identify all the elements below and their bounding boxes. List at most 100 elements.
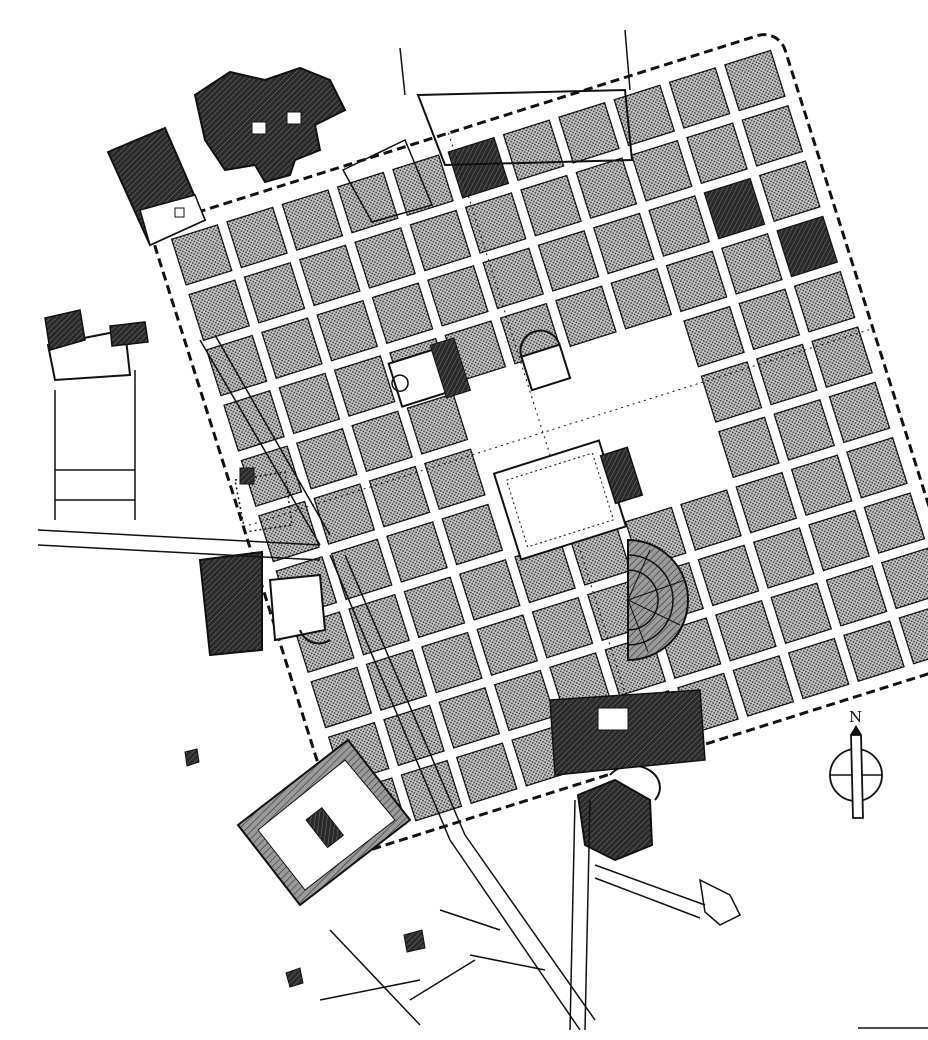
city-block: [441, 503, 504, 566]
temple-west: [387, 337, 472, 408]
city-block: [427, 264, 489, 327]
city-block: [409, 209, 472, 272]
city-block: [575, 157, 638, 220]
main-street: [448, 132, 648, 763]
city-block: [386, 521, 448, 583]
city-block: [482, 247, 545, 310]
palace-north: [193, 66, 347, 184]
north-label: N: [849, 708, 862, 726]
city-block: [298, 244, 361, 307]
city-block: [863, 492, 926, 554]
enclosure-north: [416, 88, 634, 167]
city-block: [281, 189, 344, 251]
city-block: [787, 637, 850, 700]
outer-roads: [37, 29, 928, 1031]
city-block: [770, 582, 833, 645]
city-block: [458, 558, 521, 621]
city-block: [258, 500, 320, 563]
city-block: [226, 206, 288, 269]
city-block: [558, 101, 620, 164]
city-block: [665, 250, 728, 313]
west-buildings: [44, 309, 331, 657]
city-block: [703, 177, 766, 240]
north-arrow: N: [829, 708, 883, 819]
city-block: [700, 361, 763, 423]
city-block: [898, 602, 928, 665]
city-block: [825, 564, 888, 627]
city-block: [223, 390, 285, 452]
city-block: [846, 436, 908, 499]
city-block: [686, 122, 748, 185]
city-block: [531, 596, 594, 659]
city-block: [808, 509, 870, 572]
city-block: [741, 104, 804, 167]
city-block: [773, 398, 836, 461]
theatre: [627, 538, 689, 662]
city-block: [735, 471, 798, 534]
city-wall: [153, 33, 928, 853]
city-block: [365, 649, 428, 711]
city-block: [610, 267, 673, 330]
city-block: [680, 489, 742, 551]
city-block: [790, 454, 853, 517]
city-block: [336, 171, 399, 234]
city-block: [776, 215, 839, 278]
north-buildings: [106, 66, 634, 247]
city-block: [537, 230, 600, 292]
city-block: [354, 227, 416, 289]
city-block: [721, 233, 783, 295]
city-block: [368, 465, 431, 528]
city-block: [333, 355, 396, 417]
city-block: [351, 410, 413, 473]
city-block: [755, 343, 818, 406]
city-block: [421, 631, 483, 694]
city-block: [613, 84, 676, 147]
city-block: [330, 538, 393, 601]
city-block: [697, 544, 760, 607]
city-block: [476, 614, 539, 676]
city-block: [738, 288, 801, 351]
city-block: [406, 393, 469, 455]
city-block: [313, 483, 376, 545]
city-block: [683, 305, 745, 368]
city-block: [520, 174, 582, 237]
city-block: [243, 261, 306, 324]
city-block: [371, 282, 434, 345]
city-block: [170, 224, 233, 286]
temple-central: [519, 329, 572, 392]
city-block: [278, 372, 341, 435]
city-block: [668, 67, 731, 129]
forum: [492, 439, 644, 561]
city-block: [880, 547, 928, 610]
city-block: [188, 279, 251, 342]
city-block: [447, 136, 510, 199]
forum-annex: [599, 446, 644, 505]
city-block: [438, 687, 501, 749]
city-block: [493, 669, 556, 732]
city-block: [843, 620, 905, 682]
city-block: [403, 576, 466, 639]
main-street: [243, 328, 874, 528]
street-lines: [243, 132, 874, 763]
city-block: [811, 326, 873, 388]
city-block: [752, 527, 815, 589]
city-block: [424, 448, 486, 511]
city-block: [261, 317, 323, 379]
town-grid: [153, 33, 928, 853]
city-block: [310, 666, 373, 729]
city-block: [715, 599, 777, 662]
city-block: [348, 593, 410, 656]
city-block: [455, 742, 518, 805]
city-block: [295, 427, 358, 490]
city-block: [316, 299, 379, 362]
south-buildings: [184, 689, 742, 988]
city-blocks: [170, 49, 928, 839]
city-block: [464, 192, 527, 254]
city-block: [648, 195, 710, 257]
city-block: [555, 285, 617, 348]
baths-south: [576, 778, 654, 862]
city-block: [630, 139, 693, 202]
city-block: [592, 212, 655, 275]
city-block: [205, 334, 268, 397]
